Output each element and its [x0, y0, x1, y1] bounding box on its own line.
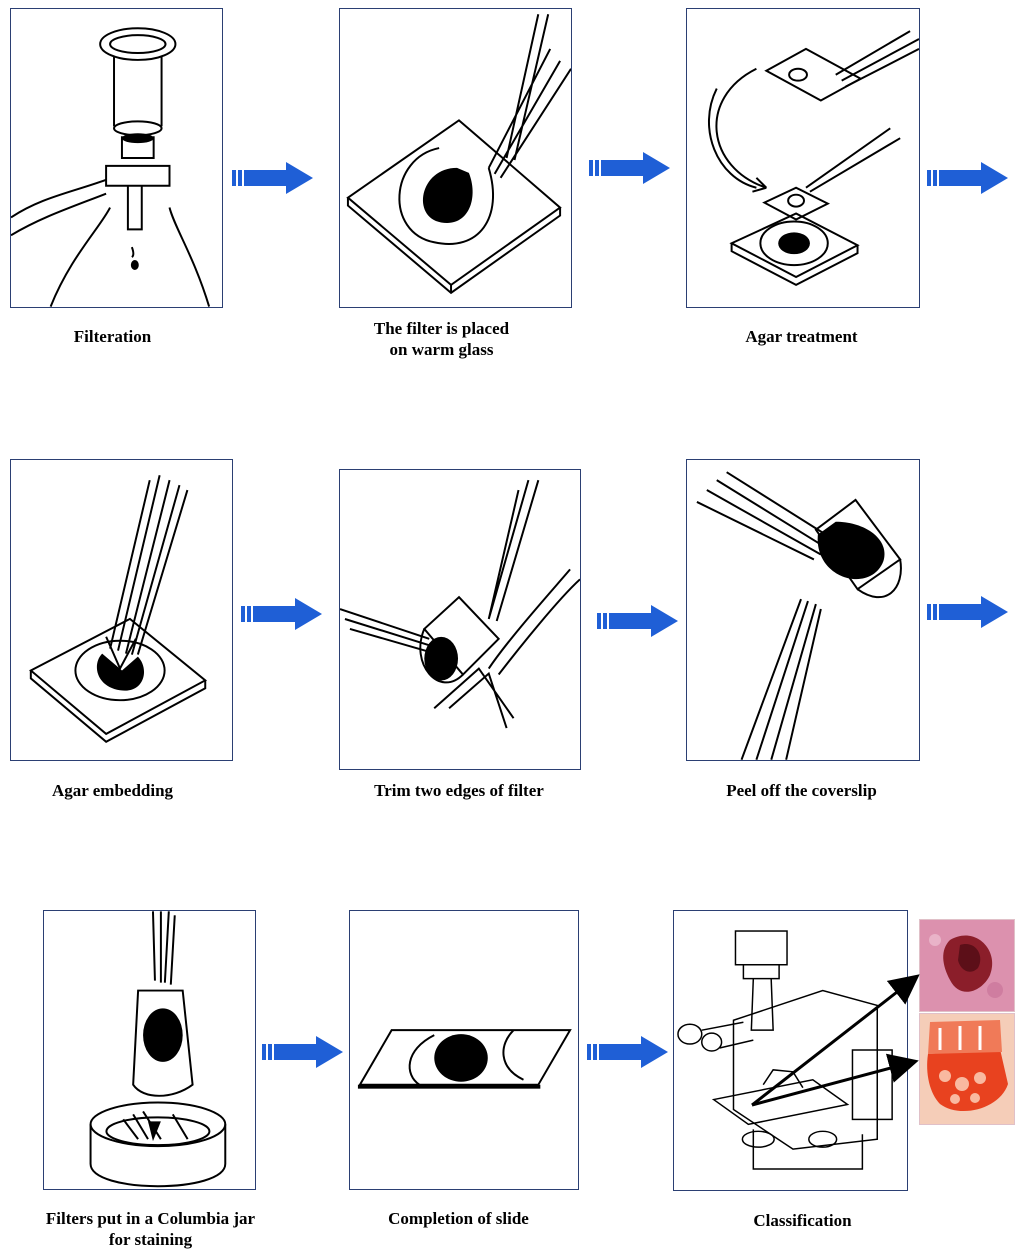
panel-completion [349, 910, 579, 1190]
specimen-image-pink [919, 919, 1015, 1012]
microscope-illustration [674, 911, 907, 1190]
caption-text-line1: The filter is placed [339, 318, 544, 339]
flow-arrow-5 [597, 604, 679, 638]
columbia-jar-illustration [44, 911, 255, 1189]
right-arrow-icon [927, 595, 1009, 629]
right-arrow-icon [597, 604, 679, 638]
caption-text: Classification [753, 1211, 851, 1230]
caption-classification: Classification [700, 1210, 905, 1231]
right-arrow-icon [927, 161, 1009, 195]
caption-text-line2: for staining [8, 1229, 293, 1250]
flow-arrow-4 [241, 597, 323, 631]
finished-slide-illustration [350, 911, 578, 1189]
flow-arrow-7 [262, 1035, 344, 1069]
right-arrow-icon [589, 151, 671, 185]
flow-arrow-1 [232, 161, 314, 195]
caption-text-line1: Filters put in a Columbia jar [8, 1208, 293, 1229]
panel-agar-embedding [10, 459, 233, 761]
panel-peel-coverslip [686, 459, 920, 761]
flow-arrow-6 [927, 595, 1009, 629]
right-arrow-icon [241, 597, 323, 631]
trim-filter-illustration [340, 470, 580, 769]
caption-text: Trim two edges of filter [374, 781, 544, 800]
caption-text: Agar embedding [52, 781, 173, 800]
caption-text: Completion of slide [388, 1209, 529, 1228]
caption-columbia-jar: Filters put in a Columbia jar for staini… [8, 1208, 293, 1250]
panel-warm-glass [339, 8, 572, 308]
panel-columbia-jar [43, 910, 256, 1190]
agar-treatment-illustration [687, 9, 919, 307]
specimen-image-orange [919, 1013, 1015, 1125]
caption-trim-edges: Trim two edges of filter [349, 780, 569, 801]
agar-embedding-illustration [11, 460, 232, 760]
flow-arrow-2 [589, 151, 671, 185]
filter-on-glass-illustration [340, 9, 571, 307]
panel-classification [673, 910, 908, 1191]
right-arrow-icon [232, 161, 314, 195]
panel-agar-treatment [686, 8, 920, 308]
caption-text: Agar treatment [745, 327, 857, 346]
peel-coverslip-illustration [687, 460, 919, 760]
stained-cell-cluster-image [920, 1014, 1014, 1124]
panel-filteration [10, 8, 223, 308]
flow-arrow-8 [587, 1035, 669, 1069]
panel-trim-edges [339, 469, 581, 770]
flow-arrow-3 [927, 161, 1009, 195]
filtration-apparatus-illustration [11, 9, 222, 307]
right-arrow-icon [587, 1035, 669, 1069]
caption-text: Peel off the coverslip [726, 781, 877, 800]
caption-agar-embedding: Agar embedding [10, 780, 215, 801]
caption-peel-coverslip: Peel off the coverslip [699, 780, 904, 801]
right-arrow-icon [262, 1035, 344, 1069]
caption-agar-treatment: Agar treatment [699, 326, 904, 347]
caption-warm-glass: The filter is placed on warm glass [339, 318, 544, 360]
caption-text: Filteration [74, 327, 151, 346]
caption-completion: Completion of slide [356, 1208, 561, 1229]
stained-cell-image [920, 920, 1014, 1011]
caption-text-line2: on warm glass [339, 339, 544, 360]
caption-filteration: Filteration [10, 326, 215, 347]
